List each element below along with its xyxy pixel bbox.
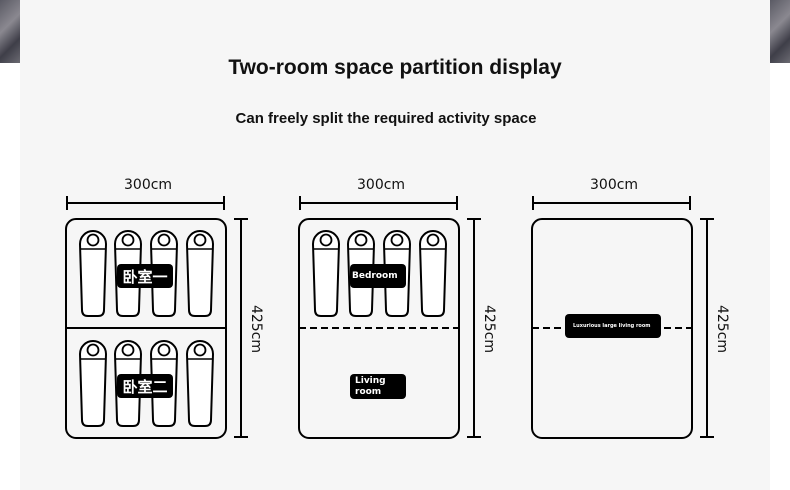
width-label-1: 300cm	[124, 177, 173, 193]
sleeping-bag-b2-head	[121, 343, 135, 357]
sleeping-bag-a1	[78, 230, 108, 317]
sleeping-bag-c1	[311, 230, 341, 317]
page-title: Two-room space partition display	[228, 56, 562, 79]
sleeping-bag-a4-head	[193, 233, 207, 247]
sleeping-bag-b1	[78, 340, 108, 427]
corner-photo-left	[0, 0, 20, 63]
room-tag-large-living-room: Luxurious large living room	[565, 314, 661, 338]
sleeping-bag-a1-head	[86, 233, 100, 247]
width-label-2: 300cm	[357, 177, 406, 193]
height-label-3: 425cm	[714, 304, 730, 354]
sleeping-bag-c3-head	[390, 233, 404, 247]
sleeping-bag-b1-head	[86, 343, 100, 357]
corner-photo-right	[770, 0, 790, 63]
sleeping-bag-a2-head	[121, 233, 135, 247]
room-tag-bedroom-1: 卧室一	[117, 264, 173, 288]
sleeping-bag-b4-head	[193, 343, 207, 357]
room-tag-bedroom-2: 卧室二	[117, 374, 173, 398]
sleeping-bag-c4	[418, 230, 448, 317]
sleeping-bag-b4	[185, 340, 215, 427]
sleeping-bag-c2-head	[354, 233, 368, 247]
sleeping-bag-c1-head	[319, 233, 333, 247]
page-subtitle: Can freely split the required activity s…	[235, 110, 537, 127]
room-tag-living-room: Living room	[350, 374, 406, 399]
height-label-2: 425cm	[481, 304, 497, 354]
room-tag-bedroom: Bedroom	[350, 264, 406, 288]
height-label-1: 425cm	[248, 304, 264, 354]
sleeping-bag-a4	[185, 230, 215, 317]
sleeping-bag-b3-head	[157, 343, 171, 357]
width-label-3: 300cm	[590, 177, 639, 193]
sleeping-bag-c4-head	[426, 233, 440, 247]
sleeping-bag-a3-head	[157, 233, 171, 247]
